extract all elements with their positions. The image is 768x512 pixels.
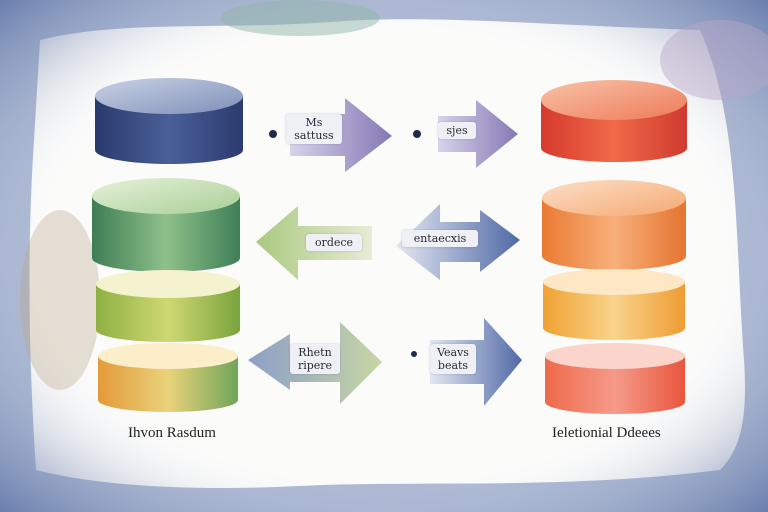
- left-disk-gold-top: [98, 343, 238, 369]
- arrow-tag-line: Veavs: [437, 346, 469, 359]
- watercolor-stain-left: [20, 210, 100, 390]
- arrow-tag-line: ripere: [297, 359, 333, 372]
- bullet-dot-bottom-right: [411, 351, 417, 357]
- left-disk-green: [92, 196, 240, 272]
- arrow-tag-middle-right: entaecxis: [402, 230, 478, 247]
- arrow-tag-top-left: Ms sattuss: [286, 114, 342, 144]
- right-disk-amber: [543, 282, 685, 340]
- right-disk-red-top: [541, 80, 687, 120]
- arrow-tag-line: sjes: [446, 124, 468, 137]
- arrow-tag-middle-left: ordece: [306, 234, 362, 251]
- left-disk-green-top: [92, 178, 240, 214]
- arrow-tag-bottom-left: Rhetn ripere: [290, 344, 340, 374]
- right-disk-coral: [545, 356, 685, 414]
- left-stack-label: Ihvon Rasdum: [128, 425, 216, 441]
- left-database-stack: [92, 78, 243, 412]
- arrow-bottom-right: [430, 318, 522, 406]
- right-disk-amber-top: [543, 269, 685, 295]
- arrow-tag-line: entaecxis: [413, 232, 467, 245]
- right-database-stack: [541, 80, 687, 414]
- arrow-tag-line: Rhetn: [298, 346, 332, 359]
- left-disk-navy-top: [95, 78, 243, 114]
- arrow-tag-line: sattuss: [294, 129, 334, 142]
- bullet-dot-top-left: [269, 130, 277, 138]
- left-disk-lime: [96, 284, 240, 342]
- left-disk-navy: [95, 96, 243, 164]
- watercolor-stain-corner: [660, 20, 768, 100]
- left-disk-lime-top: [96, 270, 240, 298]
- arrow-tag-line: Ms: [305, 116, 323, 129]
- arrow-tag-top-right: sjes: [438, 122, 476, 139]
- bullet-dot-top-right: [413, 130, 421, 138]
- right-disk-orange: [542, 198, 686, 270]
- arrow-tag-line: ordece: [314, 236, 354, 249]
- right-stack-label: Ieletionial Ddeees: [552, 425, 661, 441]
- arrow-tag-bottom-right: Veavs beats: [430, 344, 476, 374]
- arrow-tag-line: beats: [437, 359, 469, 372]
- watercolor-stain-top: [220, 0, 380, 36]
- right-disk-coral-top: [545, 343, 685, 369]
- right-disk-orange-top: [542, 180, 686, 216]
- left-disk-gold: [98, 356, 238, 412]
- arrow-top-right: [438, 100, 518, 168]
